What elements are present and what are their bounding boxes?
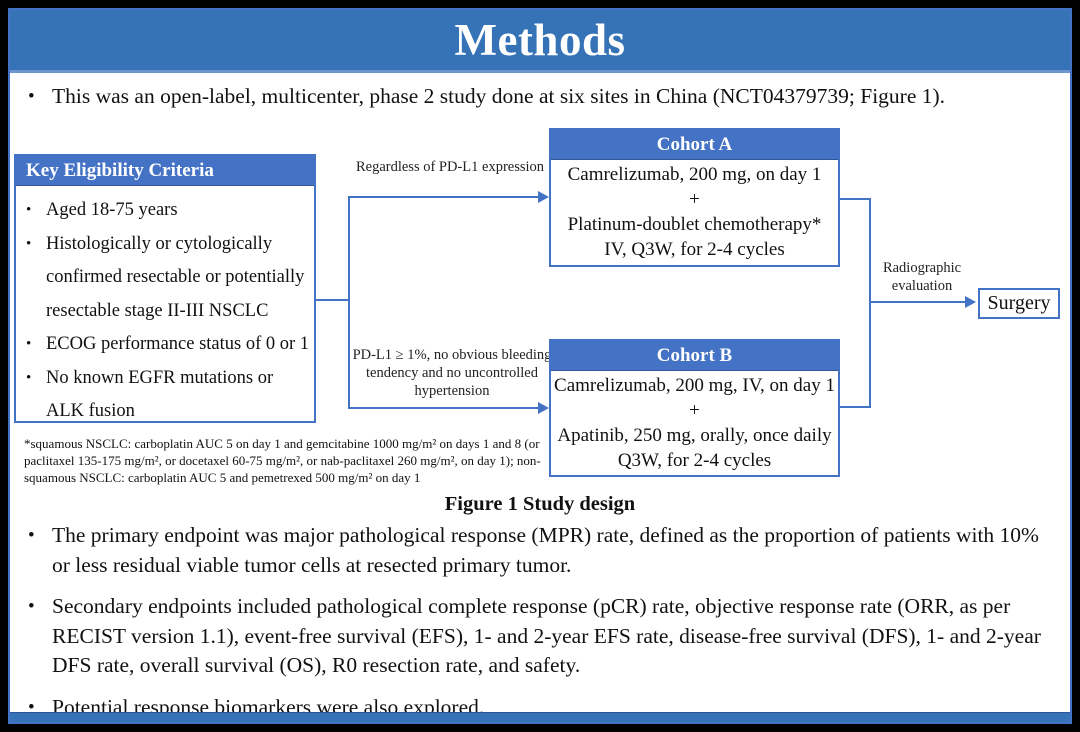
branch-regardless-label: Regardless of PD-L1 expression (355, 159, 545, 175)
surgery-label: Surgery (987, 292, 1051, 314)
cohort-b-body: Camrelizumab, 200 mg, IV, on day 1 + Apa… (551, 371, 838, 475)
cohort-b-header: Cohort B (551, 341, 838, 371)
cohort-b-line: Camrelizumab, 200 mg, IV, on day 1 (554, 375, 835, 396)
arrowhead-cohort-a-icon (538, 191, 549, 203)
figure-caption: Figure 1 Study design (444, 493, 636, 515)
radiographic-evaluation-label: Radiographic evaluation (882, 260, 962, 294)
bullet-marker: • (26, 336, 32, 352)
eligibility-item: •Histologically or cytologically confirm… (16, 228, 312, 329)
branch-pdl1-label: PD-L1 ≥ 1%, no obvious bleeding tendency… (352, 347, 552, 399)
diagram-footnote: *squamous NSCLC: carboplatin AUC 5 on da… (24, 436, 541, 485)
connector-merge-vertical (869, 198, 871, 408)
cohort-a-line: Camrelizumab, 200 mg, on day 1 (567, 164, 822, 185)
cohort-b-box: Cohort B Camrelizumab, 200 mg, IV, on da… (549, 339, 840, 477)
bullet-primary-endpoint: • The primary endpoint was major patholo… (28, 523, 1039, 577)
intro-bullet: • This was an open-label, multicenter, p… (26, 82, 1056, 112)
connector-to-cohort-b (348, 407, 539, 409)
cohort-a-header: Cohort A (551, 130, 838, 160)
bullet-marker: • (28, 697, 35, 718)
eligibility-list: •Aged 18-75 years •Histologically or cyt… (16, 186, 314, 429)
connector-cohort-a-out (840, 198, 871, 200)
bullet-marker: • (26, 202, 32, 218)
slide-body: Methods • This was an open-label, multic… (8, 8, 1072, 724)
bottom-bar (10, 712, 1070, 722)
cohort-a-line: IV, Q3W, for 2-4 cycles (604, 239, 785, 260)
eligibility-box: Key Eligibility Criteria •Aged 18-75 yea… (14, 154, 316, 423)
eligibility-item: •No known EGFR mutations or ALK fusion (16, 362, 312, 429)
connector-eligibility-out (316, 299, 349, 301)
intro-text: This was an open-label, multicenter, pha… (52, 84, 946, 108)
cohort-a-body: Camrelizumab, 200 mg, on day 1 + Platinu… (551, 160, 838, 264)
bullet-marker: • (28, 596, 35, 617)
surgery-box: Surgery (978, 288, 1060, 319)
eligibility-item: •Aged 18-75 years (16, 194, 312, 228)
bullet-secondary-endpoints: • Secondary endpoints included pathologi… (28, 594, 1041, 677)
bullet-marker: • (28, 86, 35, 107)
cohort-a-line: Platinum-doublet chemotherapy* (567, 214, 822, 235)
eligibility-header: Key Eligibility Criteria (16, 156, 314, 186)
arrowhead-cohort-b-icon (538, 402, 549, 414)
page-title: Methods (454, 15, 626, 65)
connector-to-cohort-a (348, 196, 539, 198)
bullet-marker: • (26, 369, 32, 386)
eligibility-item: •ECOG performance status of 0 or 1 (16, 328, 312, 362)
connector-to-surgery (869, 301, 966, 303)
cohort-a-line: + (689, 189, 700, 210)
bullet-marker: • (28, 525, 35, 546)
cohort-a-box: Cohort A Camrelizumab, 200 mg, on day 1 … (549, 128, 840, 267)
connector-branch-vertical (348, 197, 350, 409)
title-bar: Methods (10, 10, 1070, 73)
connector-cohort-b-out (840, 406, 871, 408)
cohort-b-line: Q3W, for 2-4 cycles (617, 450, 772, 471)
cohort-b-line: + (689, 400, 700, 421)
arrowhead-surgery-icon (965, 296, 976, 308)
cohort-b-line: Apatinib, 250 mg, orally, once daily (557, 425, 832, 446)
bullet-marker: • (26, 235, 32, 252)
